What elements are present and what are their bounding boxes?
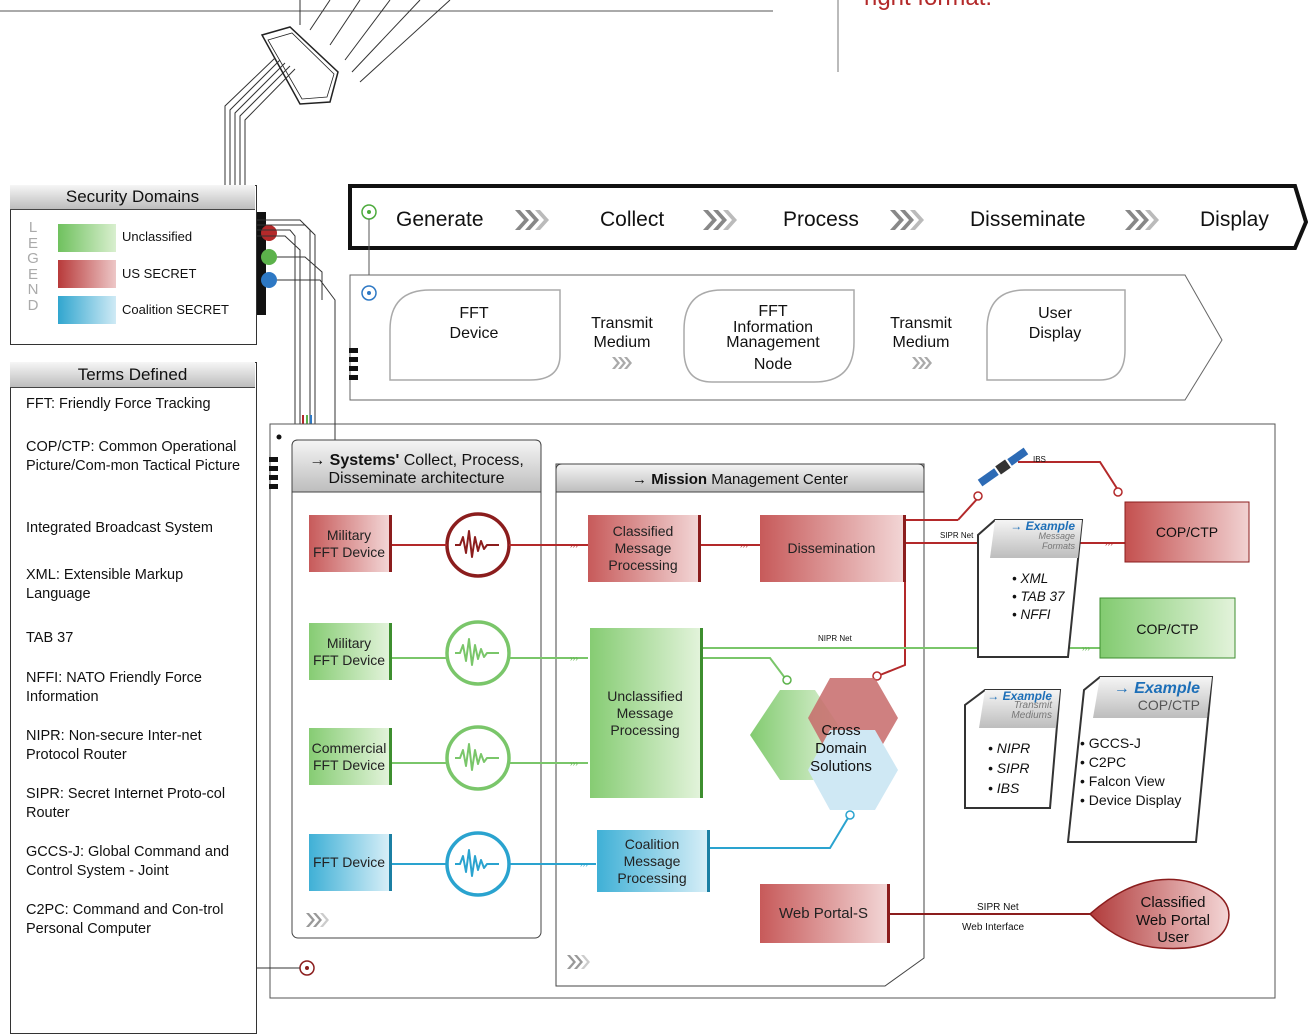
step-generate: Generate <box>396 208 484 231</box>
term-item: XML: Extensible Markup Language <box>26 567 184 602</box>
step-disseminate: Disseminate <box>970 208 1086 231</box>
svg-text:›››: ››› <box>580 860 588 869</box>
term-item: C2PC: Command and Con-trol Personal Comp… <box>26 902 224 937</box>
label-nipr-net: NIPR Net <box>818 634 852 643</box>
label-sipr-net: SIPR Net <box>940 531 974 540</box>
legend-title: Security Domains <box>10 185 255 210</box>
cop-ctp-red: COP/CTP <box>1155 524 1219 540</box>
legend-swatch-coalition-secret <box>58 296 116 324</box>
svg-text:›››: ››› <box>570 541 578 550</box>
term-item: Integrated Broadcast System <box>26 520 213 536</box>
step-collect: Collect <box>600 208 665 231</box>
term-item: TAB 37 <box>26 630 74 646</box>
legend-swatch-us-secret <box>58 260 116 288</box>
svg-text:›››: ››› <box>570 654 578 663</box>
svg-text:›››: ››› <box>740 541 748 550</box>
label-sipr-net-2: SIPR Net <box>977 902 1019 913</box>
term-item: COP/CTP: Common Operational Picture/Com-… <box>26 439 241 474</box>
example-cop-header: → Example COP/CTP <box>1113 680 1200 714</box>
legend-panel <box>10 185 257 345</box>
legend-swatch-unclassified <box>58 224 116 252</box>
label-web-interface: Web Interface <box>962 922 1025 933</box>
dissemination-node: Dissemination <box>760 515 906 582</box>
example-cop-list: • GCCS-J• C2PC • Falcon View• Device Dis… <box>1080 735 1182 808</box>
step-process: Process <box>783 208 859 231</box>
example-formats-list: • XML• TAB 37• NFFI <box>1012 571 1065 622</box>
example-formats-header: → Example Message Formats <box>1010 519 1075 551</box>
svg-text:›››: ››› <box>570 759 578 768</box>
term-item: NIPR: Non-secure Inter-net Protocol Rout… <box>26 728 202 763</box>
terms-title: Terms Defined <box>10 362 255 388</box>
legend-label-us-secret: US SECRET <box>122 266 197 281</box>
example-mediums-header: → Example Transmit Mediums <box>987 689 1052 721</box>
satellite-icon <box>977 447 1029 487</box>
device-fft-blue: FFT Device <box>309 834 392 891</box>
term-item: SIPR: Secret Internet Proto-col Router <box>26 786 226 821</box>
cop-ctp-green: COP/CTP <box>1136 621 1199 637</box>
label-ibs: IBS <box>1033 455 1046 464</box>
legend-label-coalition-secret: Coalition SECRET <box>122 302 229 317</box>
step-display: Display <box>1200 208 1269 231</box>
terms-panel <box>10 362 257 1034</box>
step-chevrons <box>515 210 1159 230</box>
example-mediums-list: • NIPR• SIPR• IBS <box>988 740 1031 796</box>
connector-plug <box>260 26 339 105</box>
svg-text:›››: ››› <box>1105 539 1113 548</box>
systems-panel-title: → Systems' Collect, Process, Disseminate… <box>309 452 524 487</box>
header-fragment: right format. <box>864 0 992 12</box>
mission-panel-title: → Mission Management Center <box>632 471 848 488</box>
svg-text:›››: ››› <box>1082 644 1090 653</box>
term-item: FFT: Friendly Force Tracking <box>26 396 211 412</box>
term-item: NFFI: NATO Friendly Force Information <box>26 670 202 705</box>
legend-label-unclassified: Unclassified <box>122 229 193 244</box>
term-item: GCCS-J: Global Command and Control Syste… <box>26 844 230 879</box>
web-portal-s: Web Portal-S <box>760 884 890 943</box>
